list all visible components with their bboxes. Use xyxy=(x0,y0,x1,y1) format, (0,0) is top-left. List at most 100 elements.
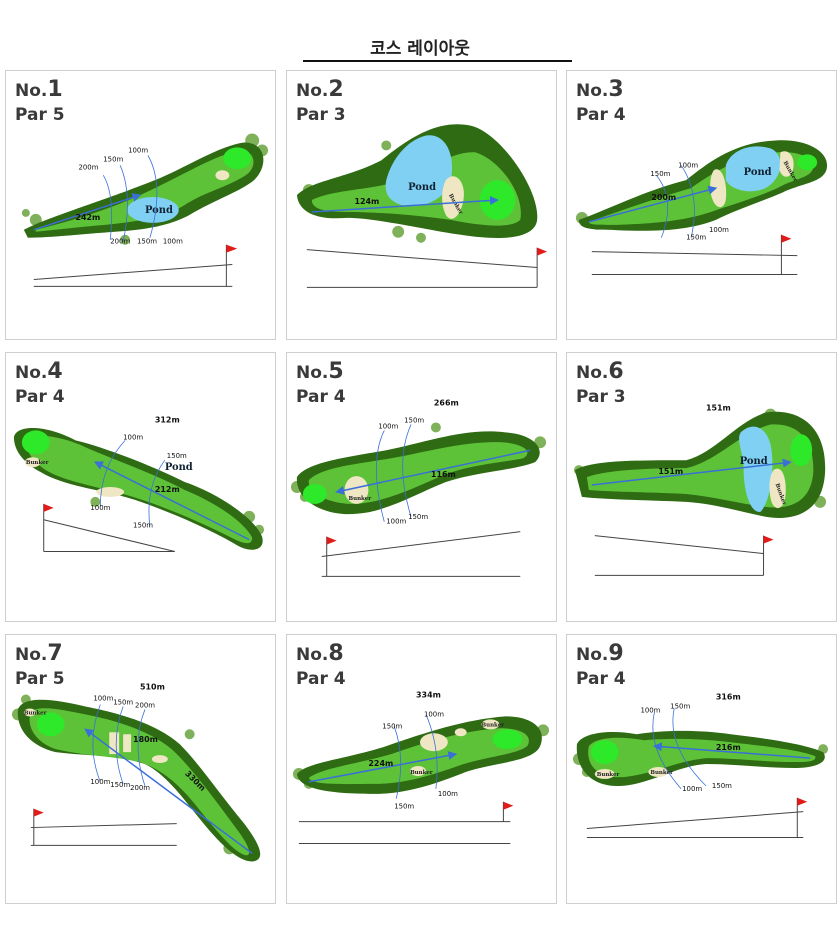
hole-3-map: Pond Bunker 200m 100m 150m 150m 100m xyxy=(575,140,828,275)
pond-label: Pond xyxy=(740,456,768,467)
green xyxy=(302,484,327,504)
bunker xyxy=(123,734,132,753)
marker-100m: 100m xyxy=(438,790,458,798)
hole-card-2[interactable]: Pond Bunker 124m No.2 Par 3 xyxy=(286,70,557,340)
bunker xyxy=(779,151,794,177)
marker-100m: 100m xyxy=(709,226,729,234)
marker-100m: 100m xyxy=(678,161,698,169)
hole-total-distance: 151m xyxy=(706,404,731,413)
distance-label: 216m xyxy=(716,743,741,752)
bunker xyxy=(151,755,168,764)
marker-100m: 100m xyxy=(93,695,113,703)
marker-100m: 100m xyxy=(90,778,110,786)
hole-6-map: Pond Bunker 151m 151m xyxy=(573,404,827,576)
flag-icon xyxy=(763,535,774,544)
hole-card-9[interactable]: Bunker Bunker 316m 216m 100m 150m 100m 1… xyxy=(566,634,837,904)
hole-2-map: Pond Bunker 124m xyxy=(296,124,548,288)
green xyxy=(21,430,50,455)
marker-150m: 150m xyxy=(110,781,130,789)
marker-100m: 100m xyxy=(128,146,148,154)
green xyxy=(790,434,813,467)
bunker xyxy=(594,769,615,779)
distance-label: 124m xyxy=(355,197,380,206)
bunker-label: Bunker xyxy=(26,460,49,466)
hole-card-1[interactable]: Pond 100m 150m 200m 200m 150m 100m 242m … xyxy=(5,70,276,340)
hole-number: No.7 xyxy=(15,641,63,666)
hole-par: Par 3 xyxy=(576,387,626,407)
hole-par: Par 4 xyxy=(296,669,346,689)
pond-label: Pond xyxy=(408,182,436,193)
green xyxy=(492,729,523,750)
marker-100m: 100m xyxy=(386,518,406,526)
pond xyxy=(739,426,773,512)
flag-icon xyxy=(326,536,337,545)
marker-100m: 100m xyxy=(90,504,110,512)
flag-icon xyxy=(226,244,238,253)
hole-4-map: Bunker Pond 312m 212m 100m 150m 100m 150… xyxy=(13,415,265,553)
marker-100m: 100m xyxy=(378,422,398,430)
marker-100m: 100m xyxy=(163,238,183,246)
bunker xyxy=(769,468,786,509)
marker-150m: 150m xyxy=(686,234,706,242)
distance-label: 116m xyxy=(431,470,456,479)
bunker xyxy=(109,732,120,755)
marker-100m: 100m xyxy=(682,785,702,793)
bunker-label: Bunker xyxy=(482,722,505,728)
marker-100m: 100m xyxy=(123,433,143,441)
fairway xyxy=(25,435,253,544)
marker-100m: 100m xyxy=(424,710,444,718)
bunker xyxy=(481,719,500,730)
pond-label: Pond xyxy=(145,205,173,216)
hole-number: No.8 xyxy=(296,641,344,666)
bunker xyxy=(454,728,467,737)
hole-total-distance: 312m xyxy=(155,415,180,424)
bunker xyxy=(710,169,727,208)
hole-5-map: Bunker 266m 116m 100m 150m 100m 150m xyxy=(290,399,547,577)
hole-card-8[interactable]: Bunker Bunker 334m 224m 150m 100m 150m 1… xyxy=(286,634,557,904)
hole-total-distance: 266m xyxy=(434,399,459,408)
marker-200m: 200m xyxy=(110,238,130,246)
hole-number: No.9 xyxy=(576,641,624,666)
flag-icon xyxy=(503,801,514,810)
hole-number: No.6 xyxy=(576,359,624,384)
distance-label: 180m xyxy=(133,735,158,744)
distance-label: 224m xyxy=(368,759,393,768)
marker-150m: 150m xyxy=(167,452,187,460)
bunker xyxy=(410,766,426,776)
marker-200m: 200m xyxy=(78,163,98,171)
marker-150m: 150m xyxy=(113,698,133,706)
hole-8-map: Bunker Bunker 334m 224m 150m 100m 150m 1… xyxy=(292,691,550,844)
marker-150m: 150m xyxy=(133,522,153,530)
hole-total-distance: 510m xyxy=(140,683,165,692)
marker-150m: 150m xyxy=(408,513,428,521)
bunker xyxy=(24,457,41,468)
fairway xyxy=(29,708,250,856)
hole-card-6[interactable]: Pond Bunker 151m 151m No.6 Par 3 xyxy=(566,352,837,622)
hole-number: No.5 xyxy=(296,359,344,384)
hole-par: Par 4 xyxy=(296,387,346,407)
hole-number: No.1 xyxy=(15,77,63,102)
hole-card-5[interactable]: Bunker 266m 116m 100m 150m 100m 150m No.… xyxy=(286,352,557,622)
marker-200m: 200m xyxy=(130,784,150,792)
hole-card-4[interactable]: Bunker Pond 312m 212m 100m 150m 100m 150… xyxy=(5,352,276,622)
hole-card-7[interactable]: Bunker 510m 180m 330m 100m 150m 200m 100… xyxy=(5,634,276,904)
hole-par: Par 4 xyxy=(15,387,65,407)
fairway xyxy=(35,150,254,232)
bunker xyxy=(648,767,669,777)
marker-200m: 200m xyxy=(135,701,155,709)
flag-icon xyxy=(43,503,54,512)
marker-150m: 150m xyxy=(137,238,157,246)
marker-150m: 150m xyxy=(394,803,414,811)
pond xyxy=(127,197,179,223)
bunker xyxy=(215,170,230,181)
bunker xyxy=(420,733,448,752)
flag-icon xyxy=(797,797,808,806)
flag-icon xyxy=(781,234,792,243)
flag-icon xyxy=(537,247,548,256)
bunker-label: Bunker xyxy=(597,772,620,778)
hole-card-3[interactable]: Pond Bunker 200m 100m 150m 150m 100m No.… xyxy=(566,70,837,340)
hole-number: No.4 xyxy=(15,359,63,384)
marker-150m: 150m xyxy=(650,170,670,178)
distance-label: 212m xyxy=(155,485,180,494)
pond xyxy=(725,146,781,192)
